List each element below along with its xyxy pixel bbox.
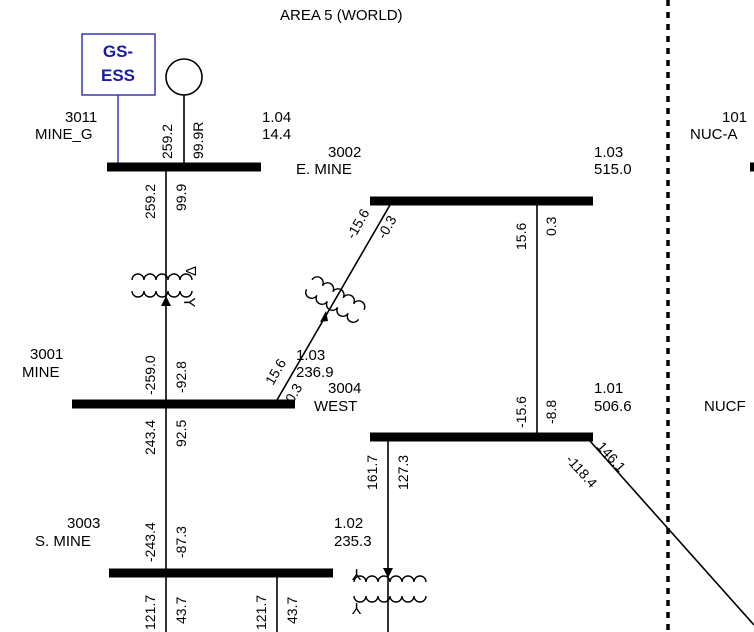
bus-3003-number: 3003 [67, 515, 100, 532]
generator-icon[interactable] [165, 58, 203, 96]
bus-3004-voltage: 1.03 [296, 347, 325, 364]
bus-3004-name: WEST [314, 398, 357, 415]
delta-symbol: Δ [183, 266, 200, 276]
bus-3003-name: S. MINE [35, 533, 91, 550]
transformer-icon[interactable] [131, 273, 193, 306]
wye-symbol: ⅄ [182, 297, 199, 308]
area-title: AREA 5 (WORLD) [280, 7, 403, 24]
east-down-p-flow: 161.7 [364, 455, 380, 490]
east-up-q-flow: -8.8 [543, 400, 559, 424]
bus-3001-number: 3001 [30, 346, 63, 363]
offscreen-label-2: NUC-A [690, 126, 738, 143]
bus-east-voltage: 1.01 [594, 380, 623, 397]
bus-3002-voltage: 1.03 [594, 144, 623, 161]
bus-3002-number: 3002 [328, 144, 361, 161]
emine-right-p-flow: 15.6 [513, 223, 529, 250]
smine-up-q-flow: -87.3 [173, 526, 189, 558]
g-down-q-flow: 99.9 [173, 184, 189, 211]
gen-p-flow: 259.2 [159, 124, 175, 159]
bus-south-voltage: 1.02 [334, 515, 363, 532]
emine-diag-p-flow: -15.6 [343, 206, 373, 242]
bus-3011-voltage: 1.04 [262, 109, 291, 126]
bus-south-angle: 235.3 [334, 533, 372, 550]
arrow-icon-down [383, 568, 393, 578]
east-out-p-flow: 146.1 [594, 438, 629, 475]
smine-down1-p-flow: 121.7 [142, 595, 158, 630]
bus-3002-angle: 515.0 [594, 161, 632, 178]
branch-3002-3004[interactable] [276, 204, 391, 401]
branch-east-out[interactable] [589, 440, 754, 626]
wye-symbol-south: ⅄ [351, 567, 362, 584]
mine-up-p-flow: -259.0 [142, 355, 158, 395]
transformer-icon-south[interactable] [353, 575, 427, 603]
bus-3001-name: MINE [22, 364, 60, 381]
wye-symbol-south-2: ⅄ [351, 601, 362, 618]
west-diag-p-flow: 15.6 [262, 356, 290, 388]
smine-down2-q-flow: 43.7 [284, 597, 300, 624]
transformer-icon-diagonal[interactable] [304, 275, 367, 325]
east-up-p-flow: -15.6 [513, 396, 529, 428]
gen-q-flow: 99.9R [190, 122, 206, 159]
smine-up-p-flow: -243.4 [142, 522, 158, 562]
bus-3011-number: 3011 [65, 109, 97, 126]
bus-3004-number: 3004 [328, 380, 361, 397]
ess-label-line2: ESS [101, 66, 135, 85]
smine-down1-q-flow: 43.7 [173, 597, 189, 624]
offscreen-label-3: NUCF [704, 398, 746, 415]
smine-down2-p-flow: 121.7 [253, 595, 269, 630]
bus-east-angle: 506.6 [594, 398, 632, 415]
emine-diag-q-flow: -0.3 [374, 212, 400, 241]
ess-label-line1: GS- [103, 42, 133, 61]
bus-3002-name: E. MINE [296, 161, 352, 178]
mine-up-q-flow: -92.8 [173, 361, 189, 393]
east-down-q-flow: 127.3 [395, 455, 411, 490]
g-down-p-flow: 259.2 [142, 184, 158, 219]
arrow-icon [320, 311, 328, 322]
offscreen-label-1: 101 [722, 109, 747, 126]
bus-3011-angle: 14.4 [262, 126, 291, 143]
mine-down-p-flow: 243.4 [142, 420, 158, 455]
bus-3011-name: MINE_G [35, 126, 93, 143]
bus-3004-angle: 236.9 [296, 364, 334, 381]
east-out-q-flow: -118.4 [563, 451, 601, 491]
emine-right-q-flow: 0.3 [543, 216, 559, 236]
mine-down-q-flow: 92.5 [173, 420, 189, 447]
